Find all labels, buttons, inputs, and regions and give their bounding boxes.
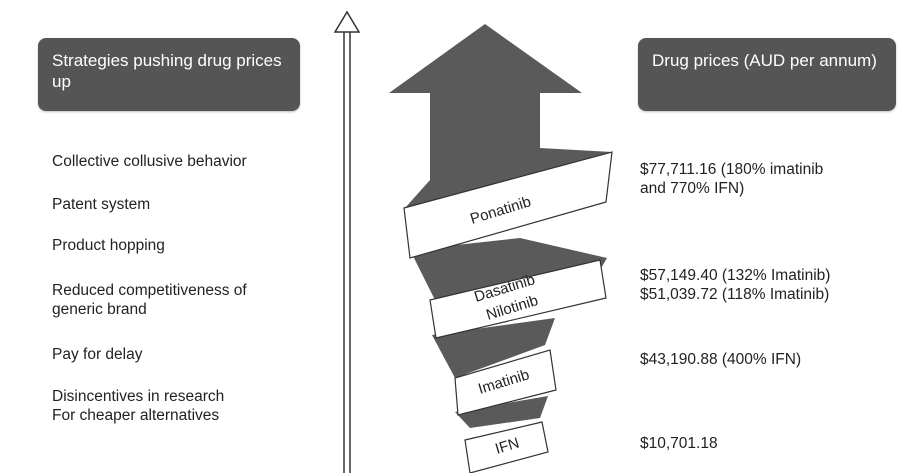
vertical-up-arrow (333, 10, 361, 473)
price-dasatinib-nilotinib: $57,149.40 (132% Imatinib) $51,039.72 (1… (640, 267, 831, 303)
left-header: Strategies pushing drug prices up (38, 38, 300, 111)
arrow-band-dark-2 (410, 238, 607, 300)
ribbon-ifn: IFN (464, 421, 549, 473)
strategy-disincentives: Disincentives in research For cheaper al… (52, 388, 225, 424)
price-ponatinib: $77,711.16 (180% imatinib and 770% IFN) (640, 161, 824, 197)
arrow-band-dark-3 (432, 318, 555, 378)
price-imatinib: $43,190.88 (400% IFN) (640, 351, 802, 368)
strategy-reduced-competitiveness: Reduced competitiveness of generic brand (52, 282, 247, 318)
price-ifn: $10,701.18 (640, 435, 718, 452)
arrow-head (389, 24, 582, 150)
strategy-collusive: Collective collusive behavior (52, 153, 247, 170)
label-ifn: IFN (493, 435, 521, 458)
strategy-patent: Patent system (52, 196, 151, 213)
strategy-pay-for-delay: Pay for delay (52, 346, 143, 363)
ribbon-ponatinib: Ponatinib (403, 151, 613, 259)
strategy-product-hopping: Product hopping (52, 237, 165, 254)
ribbon-imatinib: Imatinib (454, 349, 557, 416)
right-header: Drug prices (AUD per annum) (638, 38, 896, 111)
arrow-band-dark-4 (455, 396, 548, 428)
